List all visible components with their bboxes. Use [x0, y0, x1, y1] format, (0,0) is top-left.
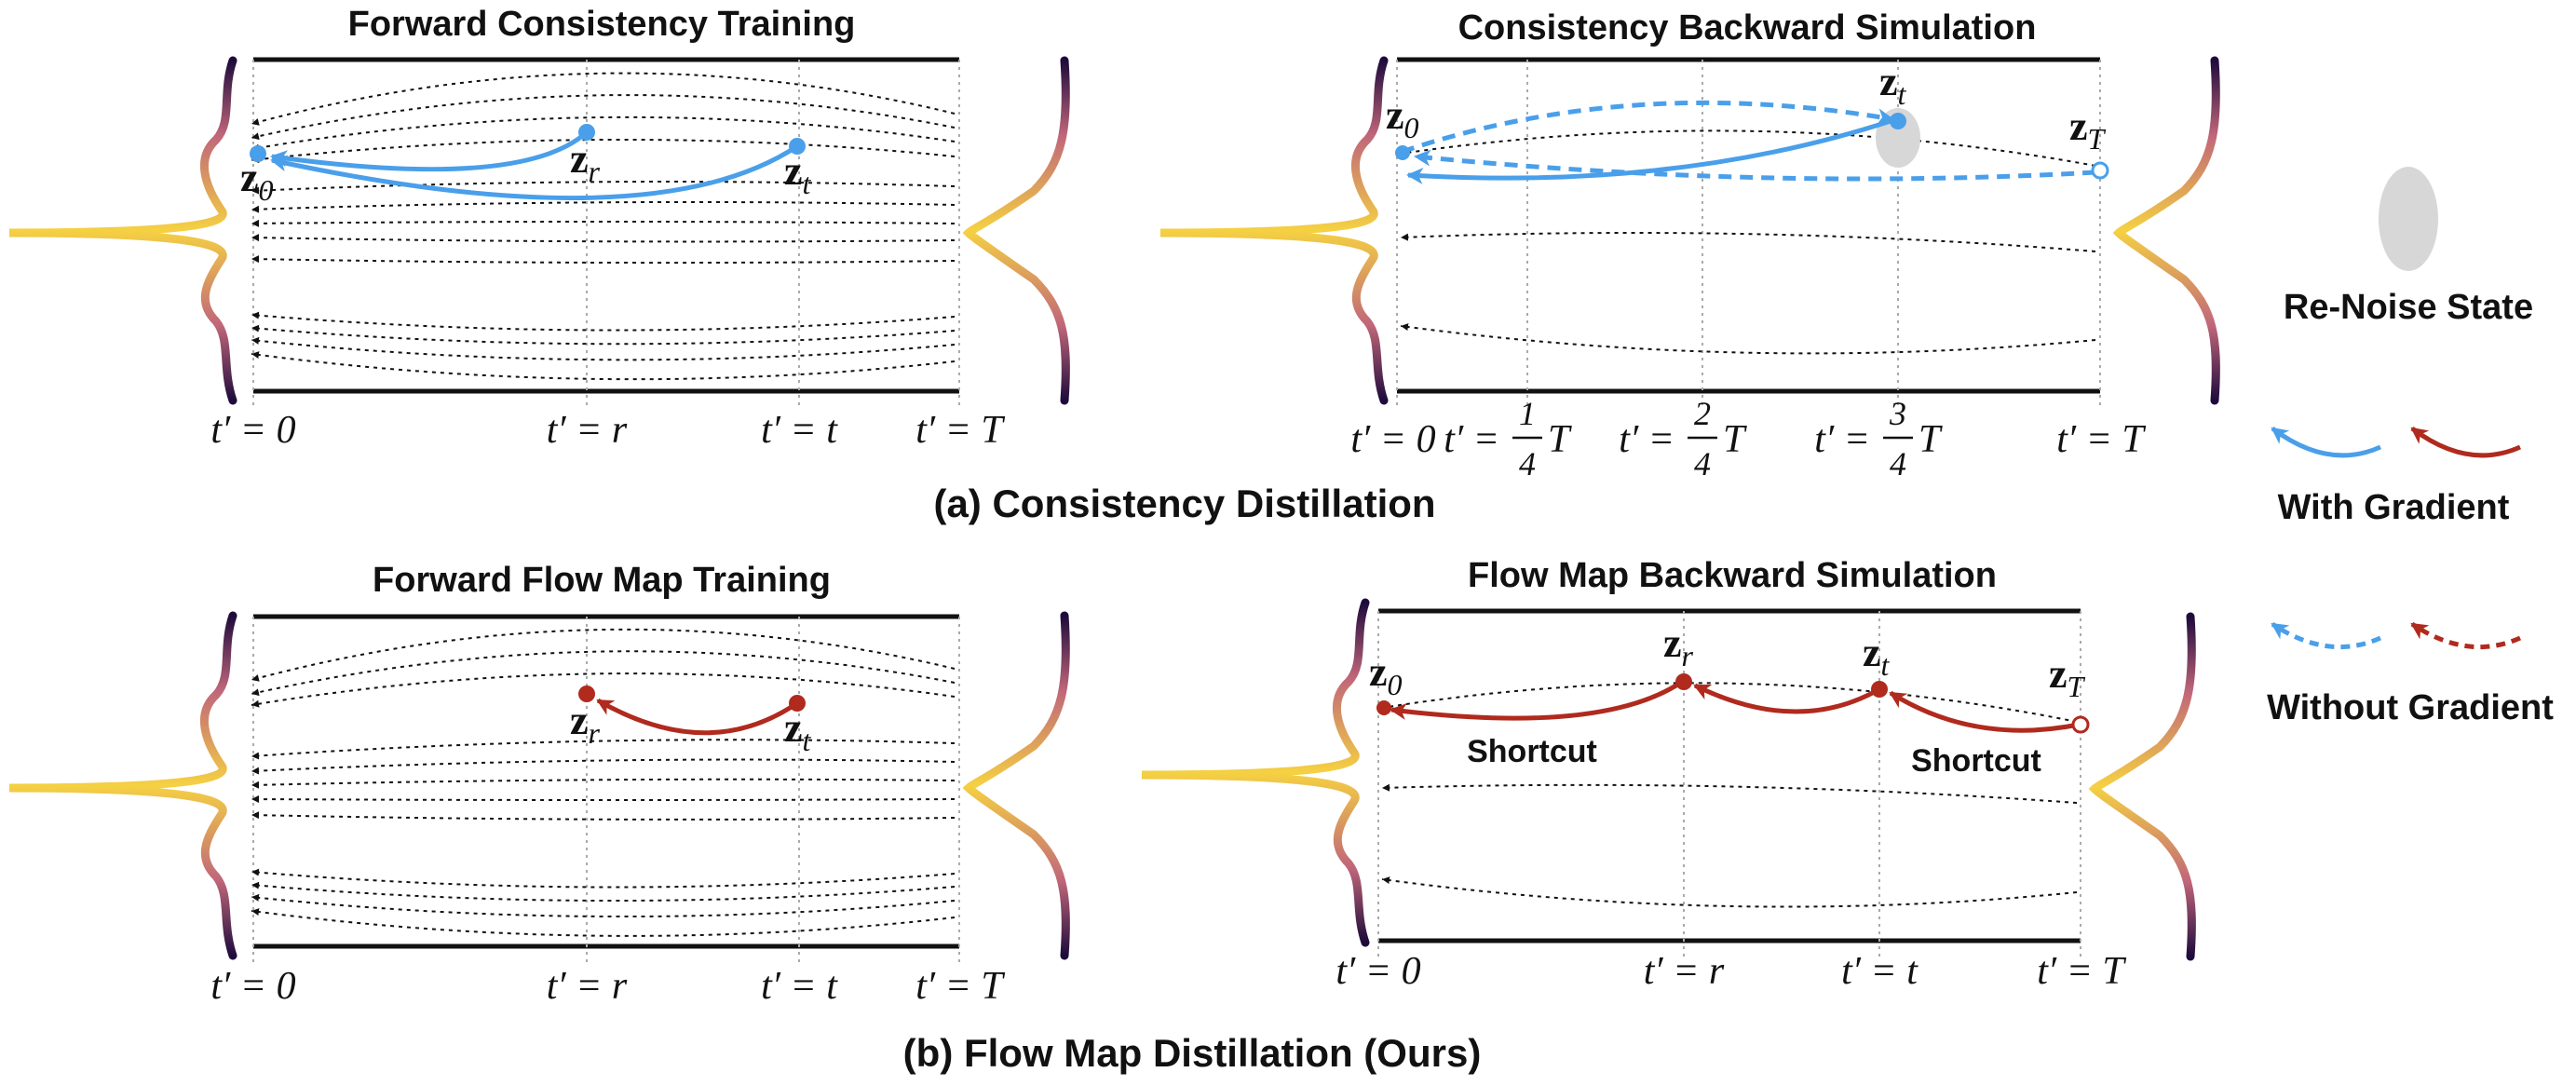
label-zT: zT: [2069, 103, 2107, 156]
blue-arrow-t-to-0: [270, 143, 799, 200]
tick-r: t′ = r: [547, 965, 628, 1008]
label-zt: zt: [1863, 630, 1891, 682]
label-z0: z0: [1386, 92, 1419, 144]
data-distribution-curve: [8, 611, 237, 960]
red-arrow-zt-to-zr: [596, 698, 799, 736]
panel-a-left: Forward Consistency Training: [8, 5, 1070, 452]
tick-3-4: t′ = 3 4 T: [1814, 395, 1943, 482]
svg-text:T: T: [1918, 418, 1943, 461]
trajectory-group: [251, 72, 956, 381]
legend-renoise-label: Re-Noise State: [2284, 288, 2533, 327]
svg-text:t′ =: t′ =: [1619, 418, 1674, 461]
noise-distribution-curve: [2088, 612, 2196, 961]
label-z0: z0: [240, 155, 274, 207]
tick-T: t′ = T: [915, 409, 1005, 452]
svg-text:3: 3: [1889, 395, 1906, 432]
caption-b: (b) Flow Map Distillation (Ours): [903, 1031, 1482, 1075]
tick-r: t′ = r: [1644, 950, 1725, 993]
point-zr: [578, 686, 595, 702]
red-arrow-zT-to-zt: [1889, 690, 2080, 733]
panel-b-left: Forward Flow Map Training z: [8, 561, 1070, 1008]
label-zr: zr: [1663, 620, 1694, 672]
caption-a: (a) Consistency Distillation: [933, 482, 1435, 525]
point-zT: [2071, 715, 2090, 734]
svg-text:T: T: [1723, 418, 1747, 461]
renoise-legend-icon: [2379, 167, 2438, 271]
tick-T: t′ = T: [915, 965, 1005, 1008]
noise-distribution-curve: [2112, 56, 2220, 405]
label-zt: zt: [1879, 59, 1907, 111]
tick-1-4: t′ = 1 4 T: [1444, 395, 1572, 482]
panel-b-right-title: Flow Map Backward Simulation: [1468, 556, 1997, 595]
svg-text:2: 2: [1694, 395, 1711, 432]
shortcut-label-1: Shortcut: [1467, 734, 1597, 769]
point-zr: [578, 124, 595, 141]
tick-2-4: t′ = 2 4 T: [1619, 395, 1747, 482]
tick-0: t′ = 0: [210, 965, 295, 1008]
noise-distribution-curve: [962, 611, 1070, 960]
legend-blue-dashed-arrow-icon: [2271, 621, 2382, 650]
svg-text:4: 4: [1890, 445, 1906, 482]
svg-text:4: 4: [1694, 445, 1711, 482]
panel-a-right-title: Consistency Backward Simulation: [1458, 8, 2037, 48]
data-distribution-curve: [1141, 598, 1370, 947]
red-arrow-zr-to-z0: [1390, 679, 1684, 721]
tick-T: t′ = T: [2056, 418, 2146, 461]
tick-r: t′ = r: [547, 409, 628, 452]
trajectory-group: [1400, 129, 2096, 355]
tick-0: t′ = 0: [1350, 418, 1435, 461]
panel-a-right: Consistency Backward Simulation z0 zt zT…: [1159, 8, 2220, 482]
tick-t: t′ = t: [1841, 950, 1918, 993]
point-z0: [1395, 145, 1410, 160]
blue-arrow-r-to-0: [270, 130, 589, 172]
label-zt: zt: [784, 705, 812, 757]
trajectory-group: [251, 628, 956, 937]
point-zT: [2091, 161, 2109, 180]
point-z0: [1376, 700, 1391, 715]
noise-distribution-curve: [962, 56, 1070, 405]
blue-arrow-zt-to-z0: [1406, 118, 1891, 184]
panel-a-left-title: Forward Consistency Training: [348, 5, 856, 44]
label-zr: zr: [570, 136, 601, 188]
label-zr: zr: [570, 698, 601, 750]
svg-text:t′ =: t′ =: [1814, 418, 1870, 461]
point-zt: [1871, 681, 1888, 698]
svg-text:1: 1: [1519, 395, 1536, 432]
tick-T: t′ = T: [2037, 950, 2126, 993]
trajectory-group: [1381, 682, 2078, 908]
label-zT: zT: [2049, 651, 2086, 703]
blue-dashed-z0-to-zt: [1401, 100, 1894, 155]
svg-text:T: T: [1548, 418, 1572, 461]
svg-text:4: 4: [1519, 445, 1536, 482]
point-zt: [789, 138, 806, 155]
tick-0: t′ = 0: [210, 409, 295, 452]
label-z0: z0: [1369, 649, 1403, 701]
legend-blue-solid-arrow-icon: [2271, 426, 2382, 458]
legend-red-dashed-arrow-icon: [2410, 621, 2522, 650]
data-distribution-curve: [1159, 56, 1389, 405]
legend: Re-Noise State With Gradient Without Gra…: [2267, 167, 2554, 727]
point-zr: [1675, 673, 1692, 690]
point-zt: [1890, 113, 1906, 129]
red-arrow-zt-to-zr: [1693, 683, 1881, 714]
legend-with-gradient-label: With Gradient: [2278, 488, 2510, 527]
point-z0: [250, 145, 266, 162]
tick-t: t′ = t: [761, 965, 838, 1008]
svg-text:t′ =: t′ =: [1444, 418, 1499, 461]
panel-b-right: Flow Map Backward Simulation z0 zr zt zT…: [1141, 556, 2196, 993]
shortcut-label-2: Shortcut: [1911, 743, 2041, 779]
data-distribution-curve: [8, 56, 237, 405]
tick-t: t′ = t: [761, 409, 838, 452]
point-zt: [789, 695, 806, 712]
panel-b-left-title: Forward Flow Map Training: [373, 561, 831, 600]
tick-0: t′ = 0: [1335, 950, 1420, 993]
blue-dashed-zT-to-z0: [1414, 149, 2096, 182]
label-zt: zt: [784, 148, 812, 200]
legend-without-gradient-label: Without Gradient: [2267, 688, 2554, 727]
legend-red-solid-arrow-icon: [2410, 426, 2522, 458]
